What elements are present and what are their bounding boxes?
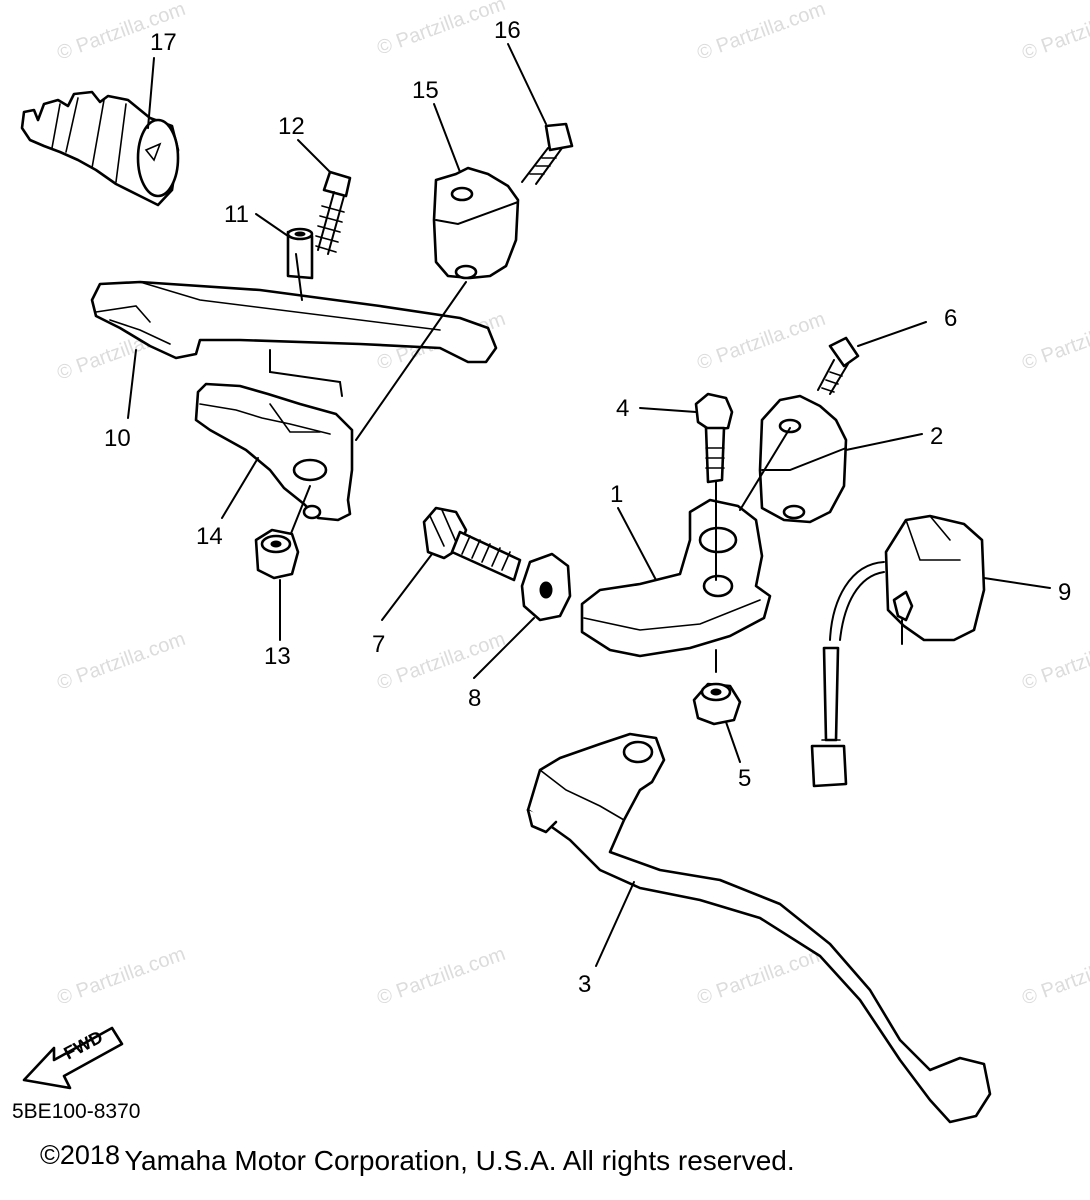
part-4-bolt[interactable] bbox=[694, 392, 734, 484]
diagram-code: 5BE100-8370 bbox=[12, 1100, 141, 1123]
part-14-bracket[interactable] bbox=[194, 382, 354, 522]
part-6-bolt[interactable] bbox=[817, 336, 860, 395]
watermark-layer: © Partzilla.com © Partzilla.com © Partzi… bbox=[54, 0, 1090, 1010]
callout-16: 16 bbox=[494, 17, 521, 44]
callout-3: 3 bbox=[578, 971, 591, 998]
callout-labels: 17 12 11 15 16 10 14 13 7 8 1 4 6 2 9 5 … bbox=[104, 17, 1071, 998]
watermark: © Partzilla.com bbox=[694, 308, 828, 375]
part-13-nut[interactable] bbox=[254, 528, 300, 580]
watermark: © Partzilla.com bbox=[694, 943, 828, 1010]
copyright-text: Yamaha Motor Corporation, U.S.A. All rig… bbox=[124, 1145, 795, 1176]
callout-10: 10 bbox=[104, 425, 131, 452]
part-15-holder[interactable] bbox=[432, 166, 520, 280]
callout-2: 2 bbox=[930, 423, 943, 450]
watermark: © Partzilla.com bbox=[374, 0, 508, 60]
callout-11: 11 bbox=[224, 201, 249, 228]
leader-line bbox=[269, 349, 343, 397]
leader-line bbox=[739, 427, 791, 511]
watermark: © Partzilla.com bbox=[1019, 628, 1090, 695]
callout-17: 17 bbox=[150, 29, 177, 56]
watermark: © Partzilla.com bbox=[374, 943, 508, 1010]
part-17-boot[interactable] bbox=[20, 90, 180, 207]
watermark: © Partzilla.com bbox=[374, 628, 508, 695]
part-5-nut[interactable] bbox=[692, 682, 742, 726]
leader-line bbox=[295, 253, 303, 301]
part-3-lever[interactable] bbox=[526, 732, 992, 1124]
copyright-year: ©2018 bbox=[40, 1140, 120, 1170]
callout-13: 13 bbox=[264, 643, 291, 670]
watermark: © Partzilla.com bbox=[1019, 943, 1090, 1010]
part-1-bracket[interactable] bbox=[580, 498, 772, 658]
callout-6: 6 bbox=[944, 305, 957, 332]
watermark: © Partzilla.com bbox=[694, 0, 828, 65]
callout-5: 5 bbox=[738, 765, 751, 792]
part-7-adjuster[interactable] bbox=[422, 506, 522, 582]
leader-line bbox=[355, 281, 467, 441]
leader-line bbox=[289, 485, 311, 537]
watermark: © Partzilla.com bbox=[1019, 308, 1090, 375]
callout-9: 9 bbox=[1058, 579, 1071, 606]
part-8-locknut[interactable] bbox=[520, 552, 572, 622]
part-9-switch[interactable] bbox=[810, 514, 986, 788]
callout-1: 1 bbox=[610, 481, 623, 508]
part-11-collar[interactable] bbox=[286, 227, 314, 280]
callout-14: 14 bbox=[196, 523, 223, 550]
part-16-bolt[interactable] bbox=[521, 122, 574, 185]
watermark: © Partzilla.com bbox=[54, 943, 188, 1010]
part-12-bolt[interactable] bbox=[315, 170, 352, 255]
fwd-arrow-icon: FWD bbox=[22, 1027, 124, 1090]
watermark: © Partzilla.com bbox=[54, 628, 188, 695]
part-10-lever[interactable] bbox=[90, 280, 498, 364]
callout-7: 7 bbox=[372, 631, 385, 658]
callout-15: 15 bbox=[412, 77, 439, 104]
callout-8: 8 bbox=[468, 685, 481, 712]
callout-leaders bbox=[127, 43, 1051, 967]
watermark: © Partzilla.com bbox=[1019, 0, 1090, 65]
part-2-holder[interactable] bbox=[758, 394, 848, 524]
copyright-caption: ©2018 Yamaha Motor Corporation, U.S.A. A… bbox=[40, 1140, 1080, 1177]
callout-4: 4 bbox=[616, 395, 629, 422]
callout-12: 12 bbox=[278, 113, 305, 140]
